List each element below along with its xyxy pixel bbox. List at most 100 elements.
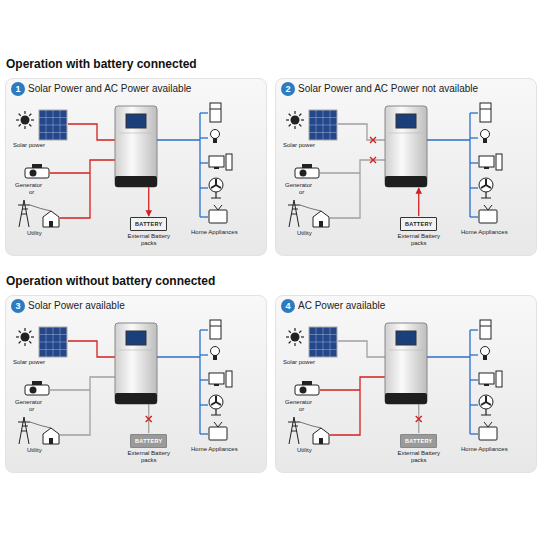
panel-art xyxy=(286,320,502,444)
battery-label: BATTERY xyxy=(405,221,432,227)
appliance-wire xyxy=(200,329,208,330)
sun-ray xyxy=(16,119,19,120)
generator-icon xyxy=(25,168,49,178)
bulb-base xyxy=(213,138,217,143)
panel-art xyxy=(286,103,502,227)
output-bus xyxy=(469,330,470,434)
fridge-icon xyxy=(210,103,221,122)
battery-wire xyxy=(418,188,419,216)
utility-wire xyxy=(60,160,115,218)
solar-wire xyxy=(338,341,385,357)
sun-ray xyxy=(29,124,31,126)
power-line xyxy=(30,422,51,428)
appliance-wire xyxy=(200,112,208,113)
sun-ray xyxy=(19,341,21,343)
output-wire xyxy=(427,139,470,140)
tv-icon xyxy=(479,427,497,440)
sun-ray xyxy=(289,331,291,333)
fan-icon xyxy=(479,395,493,409)
sun-ray xyxy=(299,341,301,343)
appliance-wire xyxy=(200,379,208,380)
appliance-wire xyxy=(470,187,478,188)
panel-art xyxy=(16,103,232,227)
solar-panel xyxy=(39,110,67,140)
inverter-base xyxy=(385,176,427,187)
appliance-wire xyxy=(470,137,478,138)
number-text: 4 xyxy=(285,301,290,311)
inverter-base xyxy=(385,393,427,404)
sun-ray xyxy=(24,328,25,331)
appliance-wire xyxy=(470,162,478,163)
monitor-stand xyxy=(484,167,489,169)
sun-ray xyxy=(24,343,25,346)
fan-stand xyxy=(481,409,491,415)
icon-label: Utility xyxy=(297,230,312,236)
icon-label: Generator xyxy=(15,182,42,188)
panel-art xyxy=(16,320,232,444)
pylon-icon xyxy=(18,200,30,227)
utility-wire xyxy=(60,377,115,435)
sun-icon xyxy=(21,333,30,342)
battery-wire xyxy=(148,187,149,216)
sun-ray xyxy=(29,114,31,116)
icon-label: Solar power xyxy=(13,359,45,365)
power-line xyxy=(300,205,321,211)
sun-icon xyxy=(291,116,300,125)
icon-label: Utility xyxy=(297,447,312,453)
inverter-body xyxy=(115,106,157,187)
icon-label: Solar power xyxy=(283,142,315,148)
sun-ray xyxy=(301,119,304,120)
number-text: 3 xyxy=(15,301,20,311)
fan-blades xyxy=(481,179,491,188)
monitor-icon xyxy=(209,156,224,167)
appliance-wire xyxy=(200,216,208,217)
house-icon xyxy=(43,211,59,227)
inverter-screen xyxy=(126,114,146,128)
fan-stand xyxy=(481,192,491,198)
tv-icon xyxy=(209,427,227,440)
solar-grid xyxy=(60,327,61,357)
appliance-wire xyxy=(470,404,478,405)
output-bus xyxy=(199,330,200,434)
icon-label: Home Appliances xyxy=(461,446,508,452)
sun-ray xyxy=(294,343,295,346)
panel-title: Solar Power available xyxy=(28,300,125,311)
battery-box: BATTERYExternal Battery packs xyxy=(400,434,437,448)
icon-label: or xyxy=(299,406,304,412)
x-mark xyxy=(370,137,376,143)
battery-box: BATTERYExternal Battery packs xyxy=(130,217,167,231)
pylon-icon xyxy=(18,417,30,444)
pc-tower xyxy=(496,154,502,170)
fan-icon xyxy=(209,178,223,192)
icon-label: Generator xyxy=(285,182,312,188)
appliance-wire xyxy=(470,329,478,330)
tv-icon xyxy=(479,210,497,223)
pylon-icon xyxy=(288,417,300,444)
fan-blades xyxy=(211,179,221,188)
house-door xyxy=(49,438,53,444)
solar-grid xyxy=(309,349,337,350)
inverter-base xyxy=(115,393,157,404)
solar-wire xyxy=(68,341,115,357)
inverter-screen xyxy=(396,114,416,128)
fan-blades xyxy=(211,396,221,405)
step-number: 3 xyxy=(11,299,25,313)
solar-grid xyxy=(309,132,337,133)
solar-grid xyxy=(39,349,67,350)
solar-panel xyxy=(309,327,337,357)
battery-label: BATTERY xyxy=(135,438,162,444)
sun-ray xyxy=(286,336,289,337)
section-heading: Operation without battery connected xyxy=(6,274,215,288)
generator-wire xyxy=(320,389,360,390)
power-line xyxy=(30,205,51,211)
monitor-icon xyxy=(479,373,494,384)
inverter-base xyxy=(115,176,157,187)
sun-ray xyxy=(24,111,25,114)
house-icon xyxy=(313,428,329,444)
battery-caption: External Battery packs xyxy=(394,233,444,247)
tv-antenna xyxy=(484,205,492,210)
output-wire xyxy=(427,356,470,357)
